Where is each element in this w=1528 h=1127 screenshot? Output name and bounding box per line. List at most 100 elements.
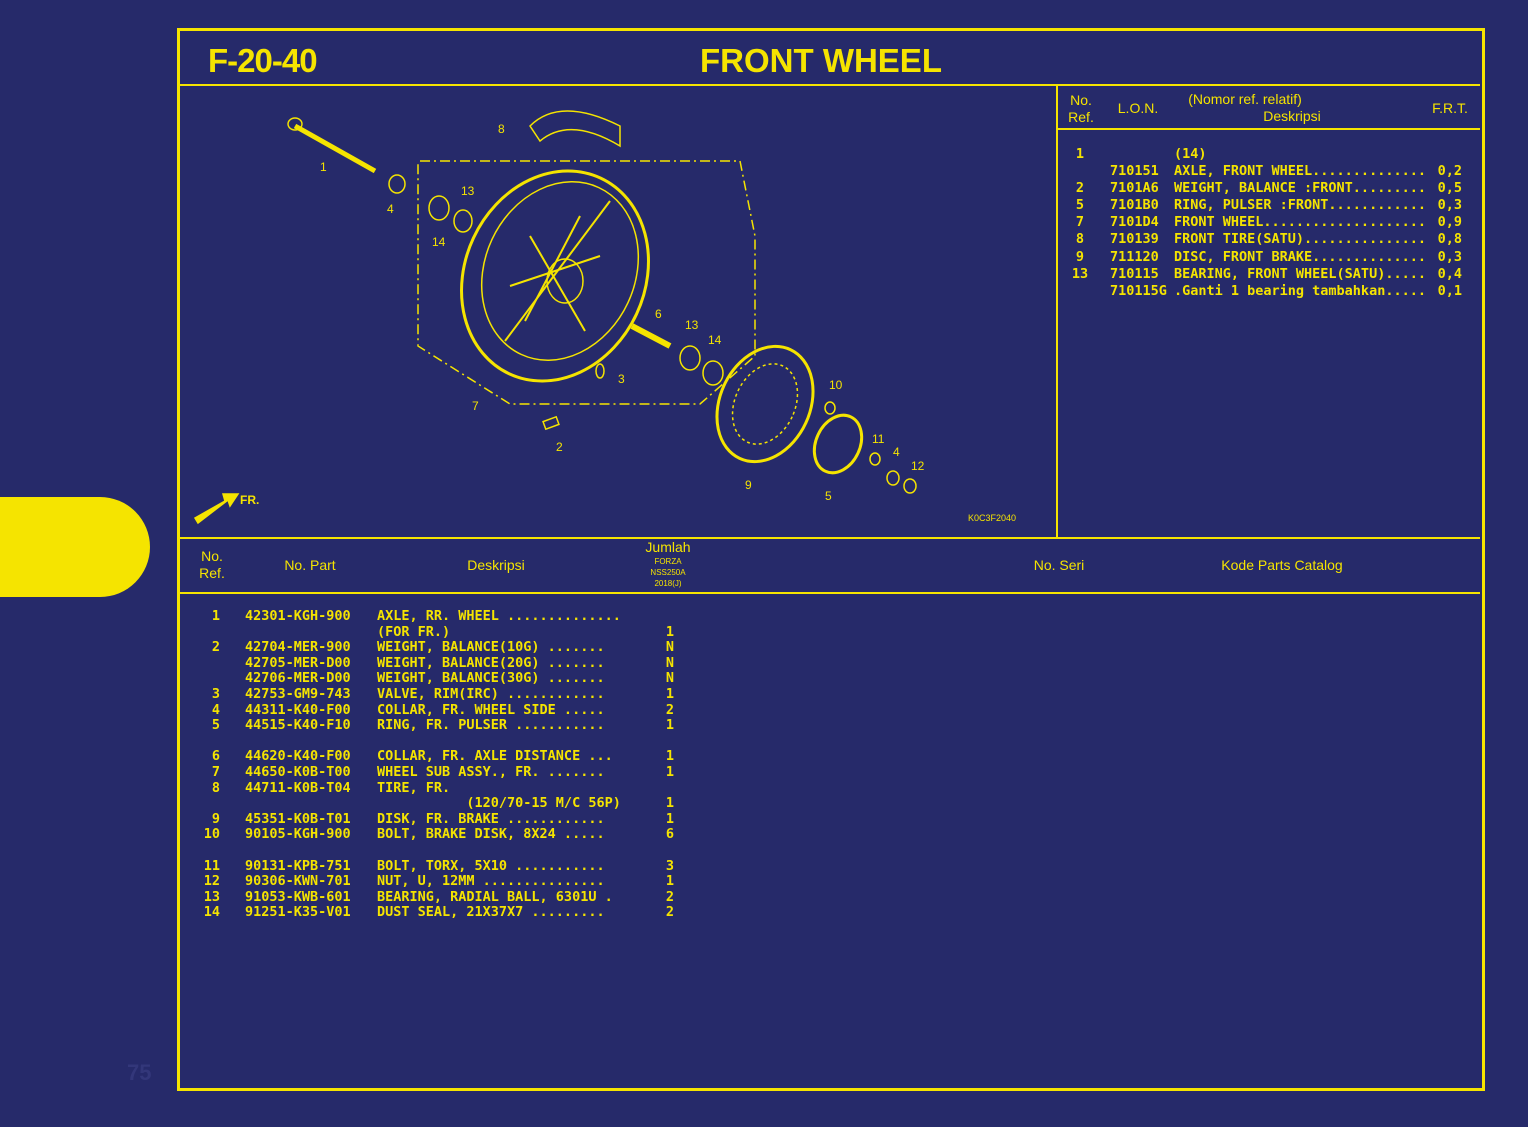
cell-desc: VALVE, RIM(IRC) ............ xyxy=(377,685,605,702)
cell-lon: 710139 xyxy=(1110,231,1159,248)
cell-desc: WEIGHT, BALANCE(10G) ....... xyxy=(377,639,605,656)
cell-ref: 14 xyxy=(203,904,220,921)
exploded-diagram: FR. K0C3F2040 1 2 3 4 4 5 6 7 8 9 10 11 … xyxy=(193,110,1016,525)
lon-header-frt: F.R.T. xyxy=(1432,100,1468,116)
distance-collar xyxy=(630,323,672,349)
callout: 7 xyxy=(472,399,479,413)
cell-desc: RING, FR. PULSER ........... xyxy=(377,717,605,734)
cell-part: 44311-K40-F00 xyxy=(245,701,351,718)
table-row xyxy=(190,843,690,859)
callout: 11 xyxy=(872,432,885,446)
cell-ref: 11 xyxy=(203,857,220,874)
figure-code: K0C3F2040 xyxy=(968,513,1016,523)
callout: 10 xyxy=(829,378,843,392)
cell-frt: 0,8 xyxy=(1437,231,1462,248)
cell-qty: 1 xyxy=(665,717,675,734)
parts-header-qty: Jumlah xyxy=(645,539,691,555)
cell-desc: FRONT WHEEL.................... xyxy=(1174,214,1426,231)
callout: 2 xyxy=(556,440,563,454)
cell-lon: 7101D4 xyxy=(1110,214,1159,231)
cell-ref: 6 xyxy=(211,748,220,765)
cell-part: 44711-K0B-T04 xyxy=(245,779,351,796)
cell-frt: 0,1 xyxy=(1437,282,1462,299)
callout: 4 xyxy=(893,445,900,459)
cell-desc: .Ganti 1 bearing tambahkan..... xyxy=(1174,282,1426,299)
callouts: 1 2 3 4 4 5 6 7 8 9 10 11 12 13 13 14 14 xyxy=(320,122,925,503)
cell-part: 90131-KPB-751 xyxy=(245,857,351,874)
cell-desc: TIRE, FR. xyxy=(377,779,451,796)
cell-qty: 2 xyxy=(665,888,675,905)
cell-frt: 0,4 xyxy=(1437,265,1462,282)
pulser-ring xyxy=(812,413,864,475)
cell-frt: 0,2 xyxy=(1437,163,1462,180)
cell-desc: FRONT TIRE(SATU)............... xyxy=(1174,231,1426,248)
cell-lon: 710115G xyxy=(1110,282,1167,299)
cell-part: 42753-GM9-743 xyxy=(245,685,351,702)
table-row: 1 42301-KGH-900 AXLE, RR. WHEEL ..........… xyxy=(190,608,690,625)
callout: 13 xyxy=(461,184,475,198)
cell-qty: 6 xyxy=(665,826,675,843)
cell-part: 42301-KGH-900 xyxy=(245,608,351,624)
cell-ref: 5 xyxy=(1075,197,1085,214)
parts-header-desc: Deskripsi xyxy=(467,557,525,573)
cell-desc: (FOR FR.) xyxy=(377,623,451,640)
cell-desc: DISC, FRONT BRAKE.............. xyxy=(1174,248,1426,265)
cell-desc: AXLE, RR. WHEEL .............. xyxy=(377,608,621,624)
axle-head xyxy=(287,117,303,131)
model-year: 2018(J) xyxy=(654,579,682,588)
cell-ref: 1 xyxy=(211,608,220,624)
cell-part: 90105-KGH-900 xyxy=(245,826,351,843)
lon-header-desc-note: (Nomor ref. relatif) xyxy=(1188,91,1302,107)
collar-part xyxy=(388,174,406,194)
table-row: 8 710139 FRONT TIRE(SATU)............... 0,… xyxy=(1062,231,1472,248)
callout: 3 xyxy=(618,372,625,386)
callout: 8 xyxy=(498,122,505,136)
cell-qty: 1 xyxy=(665,810,675,827)
cell-desc: BEARING, RADIAL BALL, 6301U . xyxy=(377,888,613,905)
cell-desc: WHEEL SUB ASSY., FR. ....... xyxy=(377,763,605,780)
callout: 6 xyxy=(655,307,662,321)
cell-ref: 2 xyxy=(1075,180,1085,197)
cell-part: 90306-KWN-701 xyxy=(245,873,351,890)
cell-desc: RING, PULSER :FRONT............ xyxy=(1174,197,1426,214)
cell-desc: WEIGHT, BALANCE(20G) ....... xyxy=(377,654,605,671)
divider xyxy=(1056,86,1058,538)
parts-header-model: FORZA NSS250A 2018(J) xyxy=(630,556,706,589)
cell-ref: 8 xyxy=(1075,231,1085,248)
model-code: NSS250A xyxy=(650,568,686,577)
cell-qty: 1 xyxy=(665,748,675,765)
lon-header-lon: L.O.N. xyxy=(1117,100,1159,116)
cell-lon: 710151 xyxy=(1110,163,1159,180)
cell-part: 44620-K40-F00 xyxy=(245,748,351,765)
front-label: FR. xyxy=(240,493,259,507)
front-arrow-icon xyxy=(193,493,240,525)
table-row: 42705-MER-D00 WEIGHT, BALANCE(20G) ......… xyxy=(190,654,690,672)
callout: 9 xyxy=(745,478,752,492)
cell-desc: (120/70-15 M/C 56P) xyxy=(377,795,621,812)
cell-desc: WEIGHT, BALANCE :FRONT......... xyxy=(1174,180,1426,197)
callout: 12 xyxy=(911,459,925,473)
cell-ref: 4 xyxy=(211,701,220,718)
cell-desc: (14) xyxy=(1174,146,1207,162)
cell-part: 45351-K0B-T01 xyxy=(245,810,351,827)
cell-ref: 7 xyxy=(1075,214,1085,231)
cell-desc: COLLAR, FR. WHEEL SIDE ..... xyxy=(377,701,605,718)
table-row xyxy=(190,734,690,750)
cell-qty: 2 xyxy=(665,904,675,921)
cell-part: 42705-MER-D00 xyxy=(245,654,351,671)
cell-part: 42704-MER-900 xyxy=(245,639,351,656)
cell-part: 42706-MER-D00 xyxy=(245,670,351,687)
cell-lon: 711120 xyxy=(1110,248,1159,265)
parts-table: 1 42301-KGH-900 AXLE, RR. WHEEL ..........… xyxy=(190,608,690,921)
